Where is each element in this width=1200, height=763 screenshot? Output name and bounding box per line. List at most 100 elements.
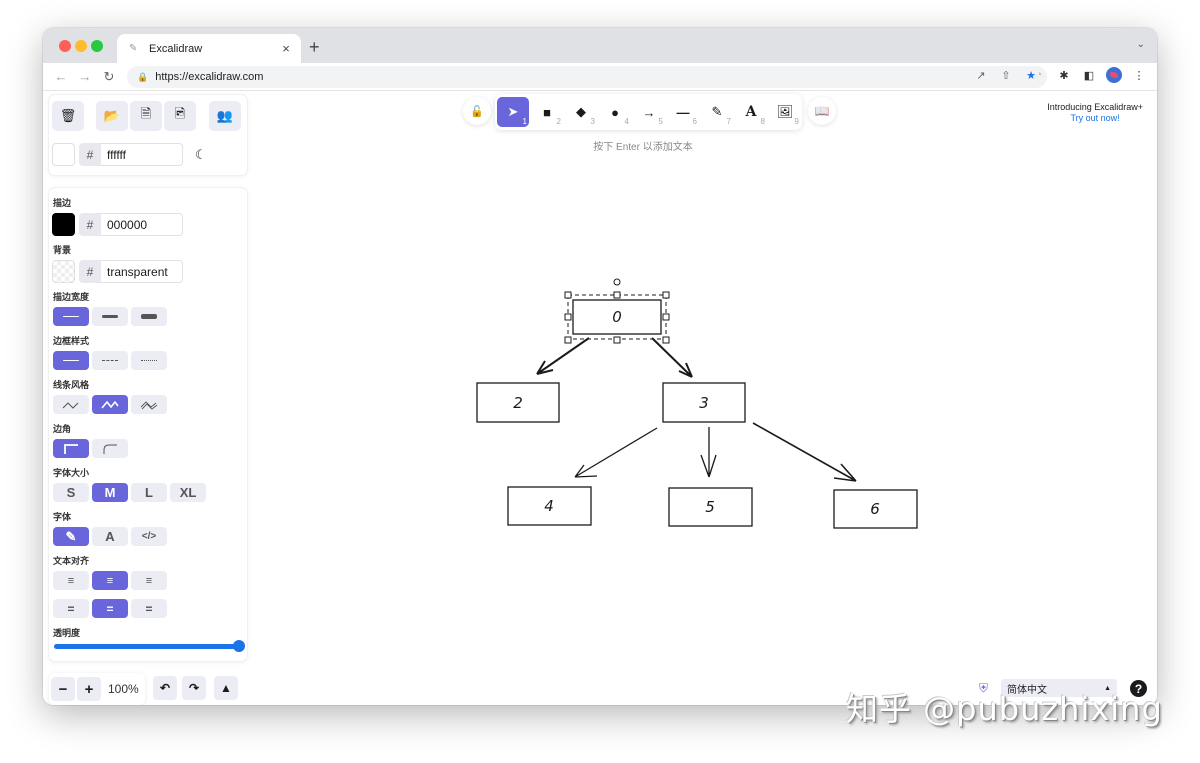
encryption-shield-icon[interactable]: ⛨ [979,681,989,695]
bookmark-star-icon[interactable]: ★ [1026,70,1036,82]
tool-rectangle[interactable]: ■2 [543,104,561,127]
hash-label: # [79,213,101,236]
vertical-align-top[interactable]: = [53,599,89,618]
stroke-style-solid[interactable] [53,351,89,370]
address-bar[interactable]: 🔒 https://excalidraw.com ↗ ⇧ ★ [127,66,1047,88]
browser-tab[interactable]: ✎ Excalidraw × [117,34,301,63]
vertical-align-bottom[interactable]: = [131,599,167,618]
canvas-bg-swatch[interactable] [52,143,75,166]
watermark: 知乎 @pubuzhixing [846,690,1163,728]
lock-tool-button[interactable]: 🔓 [463,97,491,125]
tool-diamond[interactable]: ◆3 [576,104,595,126]
hash-label: # [79,143,101,166]
tool-line[interactable]: —6 [676,104,698,127]
stroke-style-label: 边框样式 [53,336,90,346]
back-button[interactable]: ← [54,69,68,84]
puzzle-extensions-icon[interactable]: ✱ [1059,69,1069,82]
node-4-box [507,486,592,526]
open-in-app-icon[interactable]: ↗ [976,70,986,82]
opacity-slider[interactable] [54,640,245,652]
more-menu-icon[interactable]: ⋮ [1133,69,1145,82]
undo-button[interactable]: ↶ [153,676,177,700]
text-align-right[interactable]: ≡ [131,571,167,590]
forward-button[interactable]: → [78,69,92,84]
stroke-width-bold[interactable] [92,307,128,326]
stroke-color-input[interactable]: 000000 [101,213,183,236]
font-size-l[interactable]: L [131,483,167,502]
font-size-xl[interactable]: XL [170,483,206,502]
side-panel-icon[interactable]: ◧ [1083,69,1095,82]
text-align-center[interactable]: ≡ [92,571,128,590]
close-window-button[interactable] [59,40,71,52]
tool-selection[interactable]: ➤1 [497,97,529,127]
dark-mode-moon-icon[interactable]: ☾ [195,146,207,162]
stroke-width-thin[interactable] [53,307,89,326]
share-icon[interactable]: ⇧ [1001,70,1011,82]
hash-label: # [79,260,101,283]
stroke-style-dotted[interactable] [131,351,167,370]
background-color-input[interactable]: transparent [101,260,183,283]
profile-avatar[interactable] [1106,67,1122,83]
trash-icon: 🗑 [59,108,77,123]
font-family-code[interactable]: </> [131,527,167,546]
tab-title: Excalidraw [149,42,203,55]
sloppiness-architect[interactable] [53,395,89,414]
artist-line-icon [101,400,119,409]
zoom-in-button[interactable]: + [77,677,101,701]
stroke-color-swatch[interactable] [52,213,75,236]
open-button[interactable]: 📂 [96,101,128,131]
extension-icon[interactable]: ◔ [1035,69,1043,81]
close-tab-icon[interactable]: × [282,41,290,56]
help-button[interactable]: ? [1130,680,1147,697]
canvas-bg-input[interactable]: ffffff [101,143,183,166]
edges-round[interactable] [92,439,128,458]
redo-icon: ↷ [188,681,200,695]
tab-search-chevron-icon[interactable]: ⌄ [1136,39,1145,50]
minimize-window-button[interactable] [75,40,87,52]
font-size-m[interactable]: M [92,483,128,502]
new-tab-button[interactable]: + [309,37,320,57]
lock-icon[interactable]: 🔒 [137,71,149,82]
zoom-out-button[interactable]: − [51,677,75,701]
align-right-icon: ≡ [145,574,153,587]
clear-canvas-button[interactable]: 🗑 [52,101,84,131]
undo-icon: ↶ [159,681,171,695]
reload-button[interactable]: ↻ [103,68,115,84]
sharp-corner-icon [64,443,78,454]
live-collaboration-button[interactable]: 👥 [209,101,241,131]
redo-button[interactable]: ↷ [182,676,206,700]
browser-window: ✎ Excalidraw × + ⌄ ← → ↻ 🔒 https://excal… [43,28,1157,705]
tool-ellipse[interactable]: ●4 [611,104,629,127]
stroke-style-dashed[interactable] [92,351,128,370]
background-color-swatch[interactable] [52,260,75,283]
sloppiness-cartoonist[interactable] [131,395,167,414]
font-size-label: 字体大小 [53,468,90,478]
tool-image[interactable]: 🖼9 [776,104,799,126]
export-image-button[interactable]: 🖻 [164,101,196,131]
font-family-normal[interactable]: A [92,527,128,546]
align-top-icon: = [67,601,75,616]
font-family-hand-drawn[interactable]: ✎ [53,527,89,546]
vertical-align-middle[interactable]: = [92,599,128,618]
eraser-button[interactable]: ▲ [214,676,238,700]
save-button[interactable]: 🗎 [130,101,162,131]
font-size-s[interactable]: S [53,483,89,502]
library-button[interactable]: 📖 [808,97,836,125]
opacity-slider-thumb[interactable] [233,640,245,652]
text-align-left[interactable]: ≡ [53,571,89,590]
edges-sharp[interactable] [53,439,89,458]
opacity-label: 透明度 [53,628,81,638]
maximize-window-button[interactable] [91,40,103,52]
try-out-now-link[interactable]: Try out now! [1070,113,1120,123]
tool-arrow[interactable]: →5 [642,104,664,127]
stroke-width-extra-bold[interactable] [131,307,167,326]
drawing-canvas[interactable]: 0 2 3 4 5 6 [43,92,1157,705]
zoom-level[interactable]: 100% [108,682,139,696]
rectangle-icon: ■ [543,104,551,120]
tool-draw[interactable]: ✎7 [711,104,731,126]
sloppiness-artist[interactable] [92,395,128,414]
language-select[interactable]: 简体中文 ▲ [1001,679,1117,697]
stroke-width-label: 描边宽度 [53,292,90,302]
